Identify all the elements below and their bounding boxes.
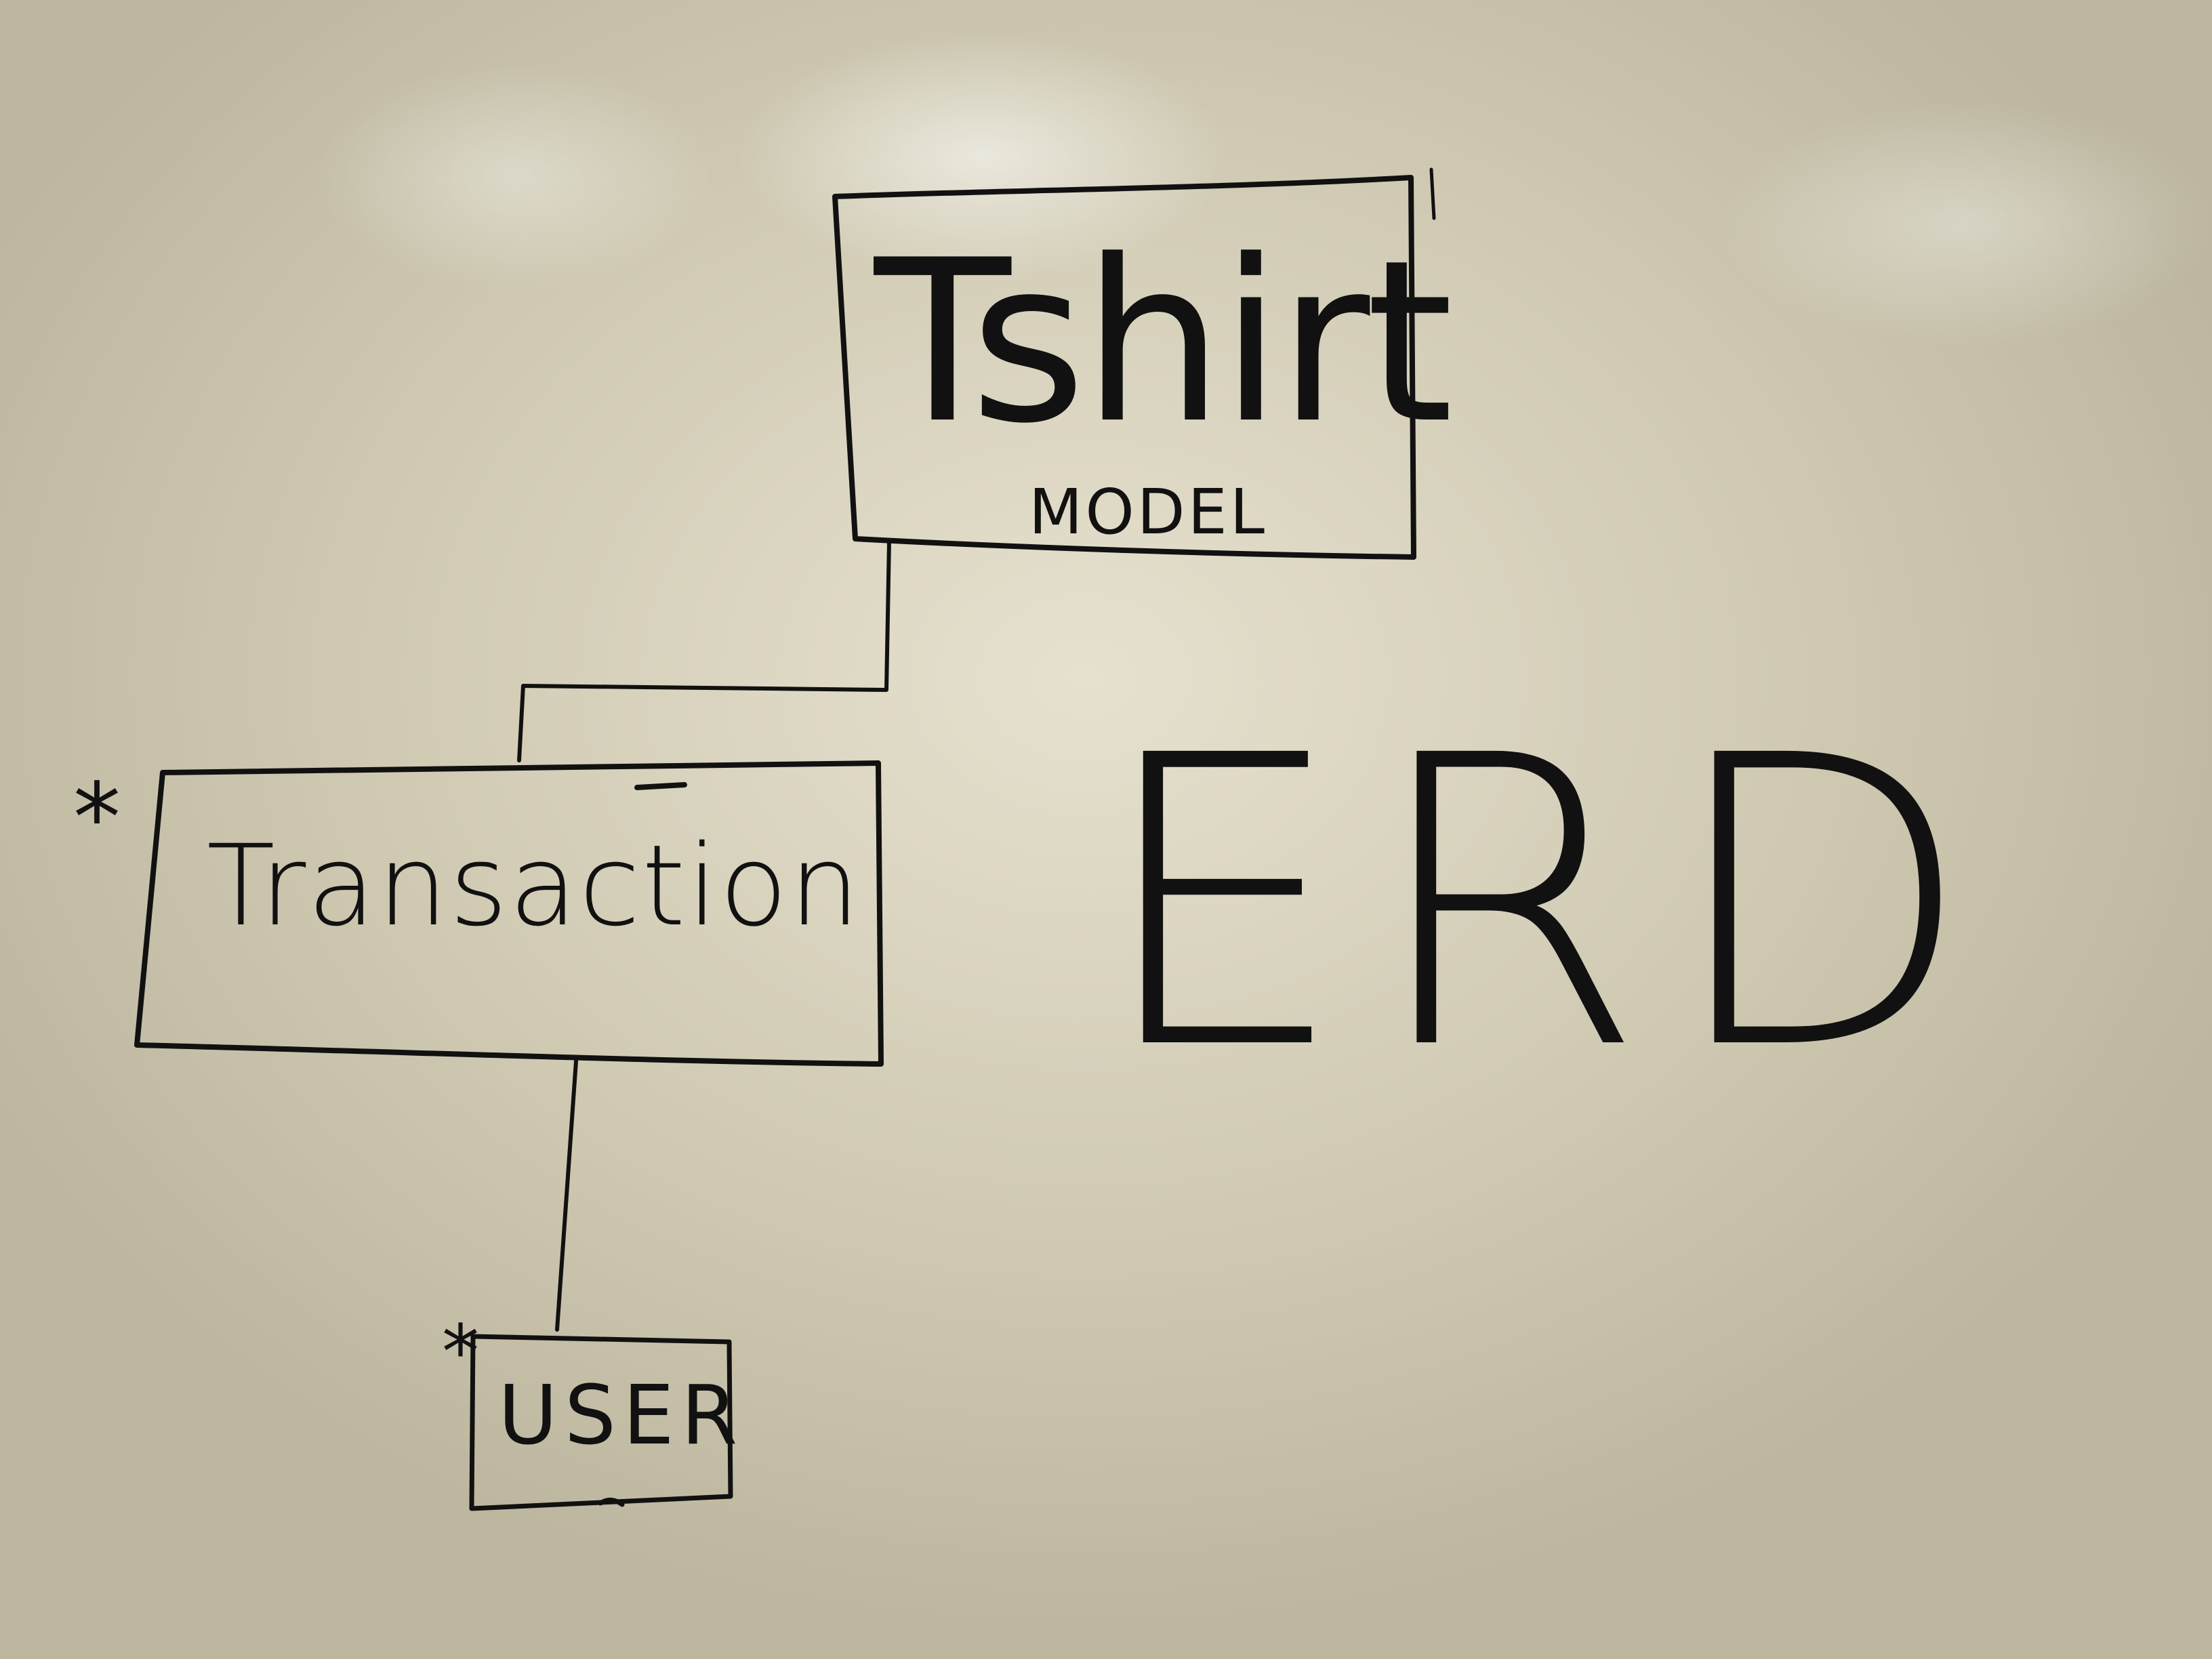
user-box-bottom-mark [598, 1498, 625, 1507]
transaction-box-top-stroke [634, 782, 687, 790]
erd-heading: ERD [1094, 672, 1994, 1137]
user-multiplicity: * [442, 1309, 479, 1395]
tshirt-box [832, 175, 1416, 560]
tshirt-entity-subtitle: MODEL [1029, 476, 1268, 548]
connector-tshirt-transaction [517, 540, 891, 762]
user-box [469, 1334, 733, 1511]
tshirt-entity-name: Tshirt [874, 212, 1454, 472]
transaction-entity-name: Transaction [207, 821, 861, 951]
transaction-multiplicity: * [73, 763, 121, 874]
tshirt-box-corner-tick [1429, 167, 1436, 220]
transaction-box [134, 760, 884, 1067]
connector-transaction-user [555, 1059, 578, 1332]
user-entity-name: USER [498, 1369, 745, 1463]
